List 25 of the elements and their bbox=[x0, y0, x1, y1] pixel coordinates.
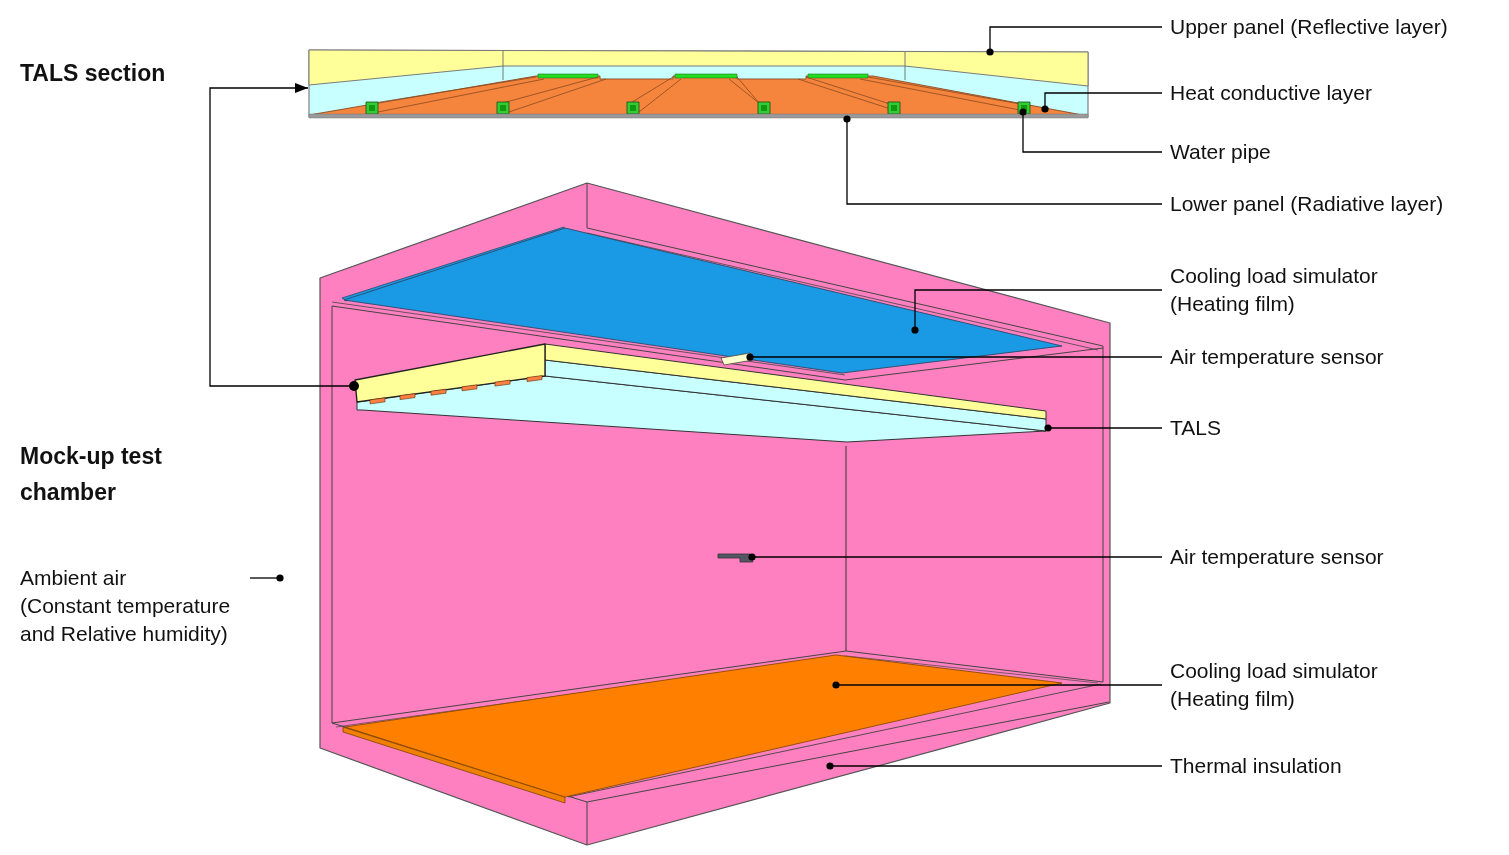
part-label: Water pipe bbox=[1162, 138, 1271, 166]
part-label: Thermal insulation bbox=[1162, 752, 1342, 780]
leader-line bbox=[911, 289, 1163, 334]
leader-line bbox=[1019, 108, 1163, 153]
section-heading: Mock-up test chamber bbox=[20, 442, 163, 507]
leader-line bbox=[249, 574, 284, 582]
part-label: Lower panel (Radiative layer) bbox=[1162, 190, 1444, 218]
part-label: Cooling load simulator (Heating film) bbox=[1162, 262, 1420, 318]
arrow bbox=[209, 83, 359, 391]
part-label: Air temperature sensor bbox=[1162, 543, 1384, 571]
leader-line bbox=[843, 115, 1163, 205]
part-label: Heat conductive layer bbox=[1162, 79, 1372, 107]
leader-line bbox=[826, 762, 1163, 770]
leader-line bbox=[1041, 92, 1163, 113]
leader-line bbox=[746, 353, 1163, 361]
section-heading: TALS section bbox=[20, 59, 166, 88]
leader-line bbox=[986, 26, 1163, 56]
leader-line bbox=[748, 553, 1163, 561]
part-label: TALS bbox=[1162, 414, 1221, 442]
part-label: Upper panel (Reflective layer) bbox=[1162, 13, 1448, 41]
part-label: Ambient air (Constant temperature and Relative humidity) bbox=[20, 564, 250, 648]
leader-line bbox=[832, 681, 1163, 689]
leader-line bbox=[1044, 424, 1163, 432]
part-label: Cooling load simulator (Heating film) bbox=[1162, 657, 1420, 713]
part-label: Air temperature sensor bbox=[1162, 343, 1384, 371]
